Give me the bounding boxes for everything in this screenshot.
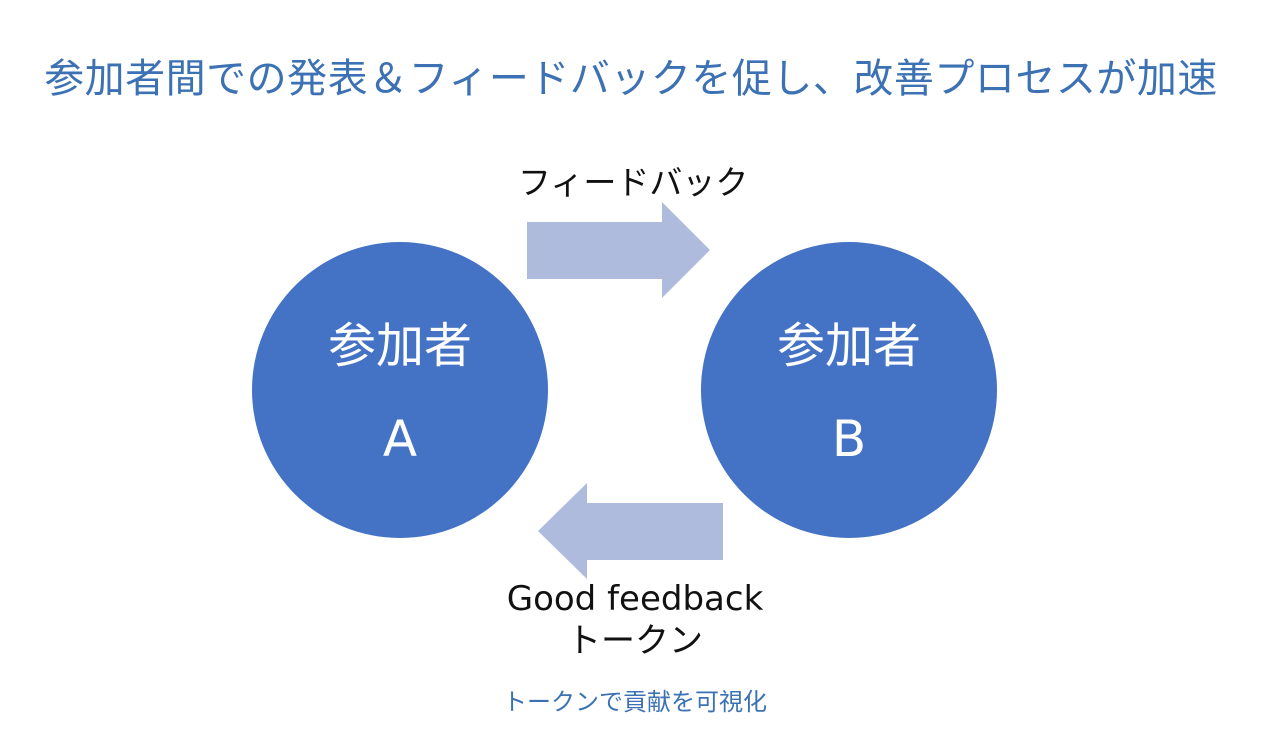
caption: トークンで貢献を可視化 (503, 688, 767, 716)
token-label-line2: トークン (567, 621, 703, 661)
slide-title: 参加者間での発表＆フィードバックを促し、改善プロセスが加速 (44, 56, 1218, 102)
participant-b-role: 参加者 (776, 318, 921, 374)
participant-a-id: A (382, 410, 418, 468)
feedback-arrow-right (527, 202, 710, 298)
participant-a-role: 参加者 (327, 318, 472, 374)
feedback-label: フィードバック (518, 163, 749, 202)
participant-a-circle (252, 242, 548, 538)
participant-b-circle (701, 242, 997, 538)
participant-a-text: 参加者 A (250, 306, 550, 468)
token-arrow-left (538, 483, 723, 579)
participant-b-text: 参加者 B (699, 306, 999, 468)
token-label-line1: Good feedback (506, 579, 764, 619)
token-label: Good feedback トークン (440, 578, 830, 662)
participant-b-id: B (831, 410, 867, 468)
